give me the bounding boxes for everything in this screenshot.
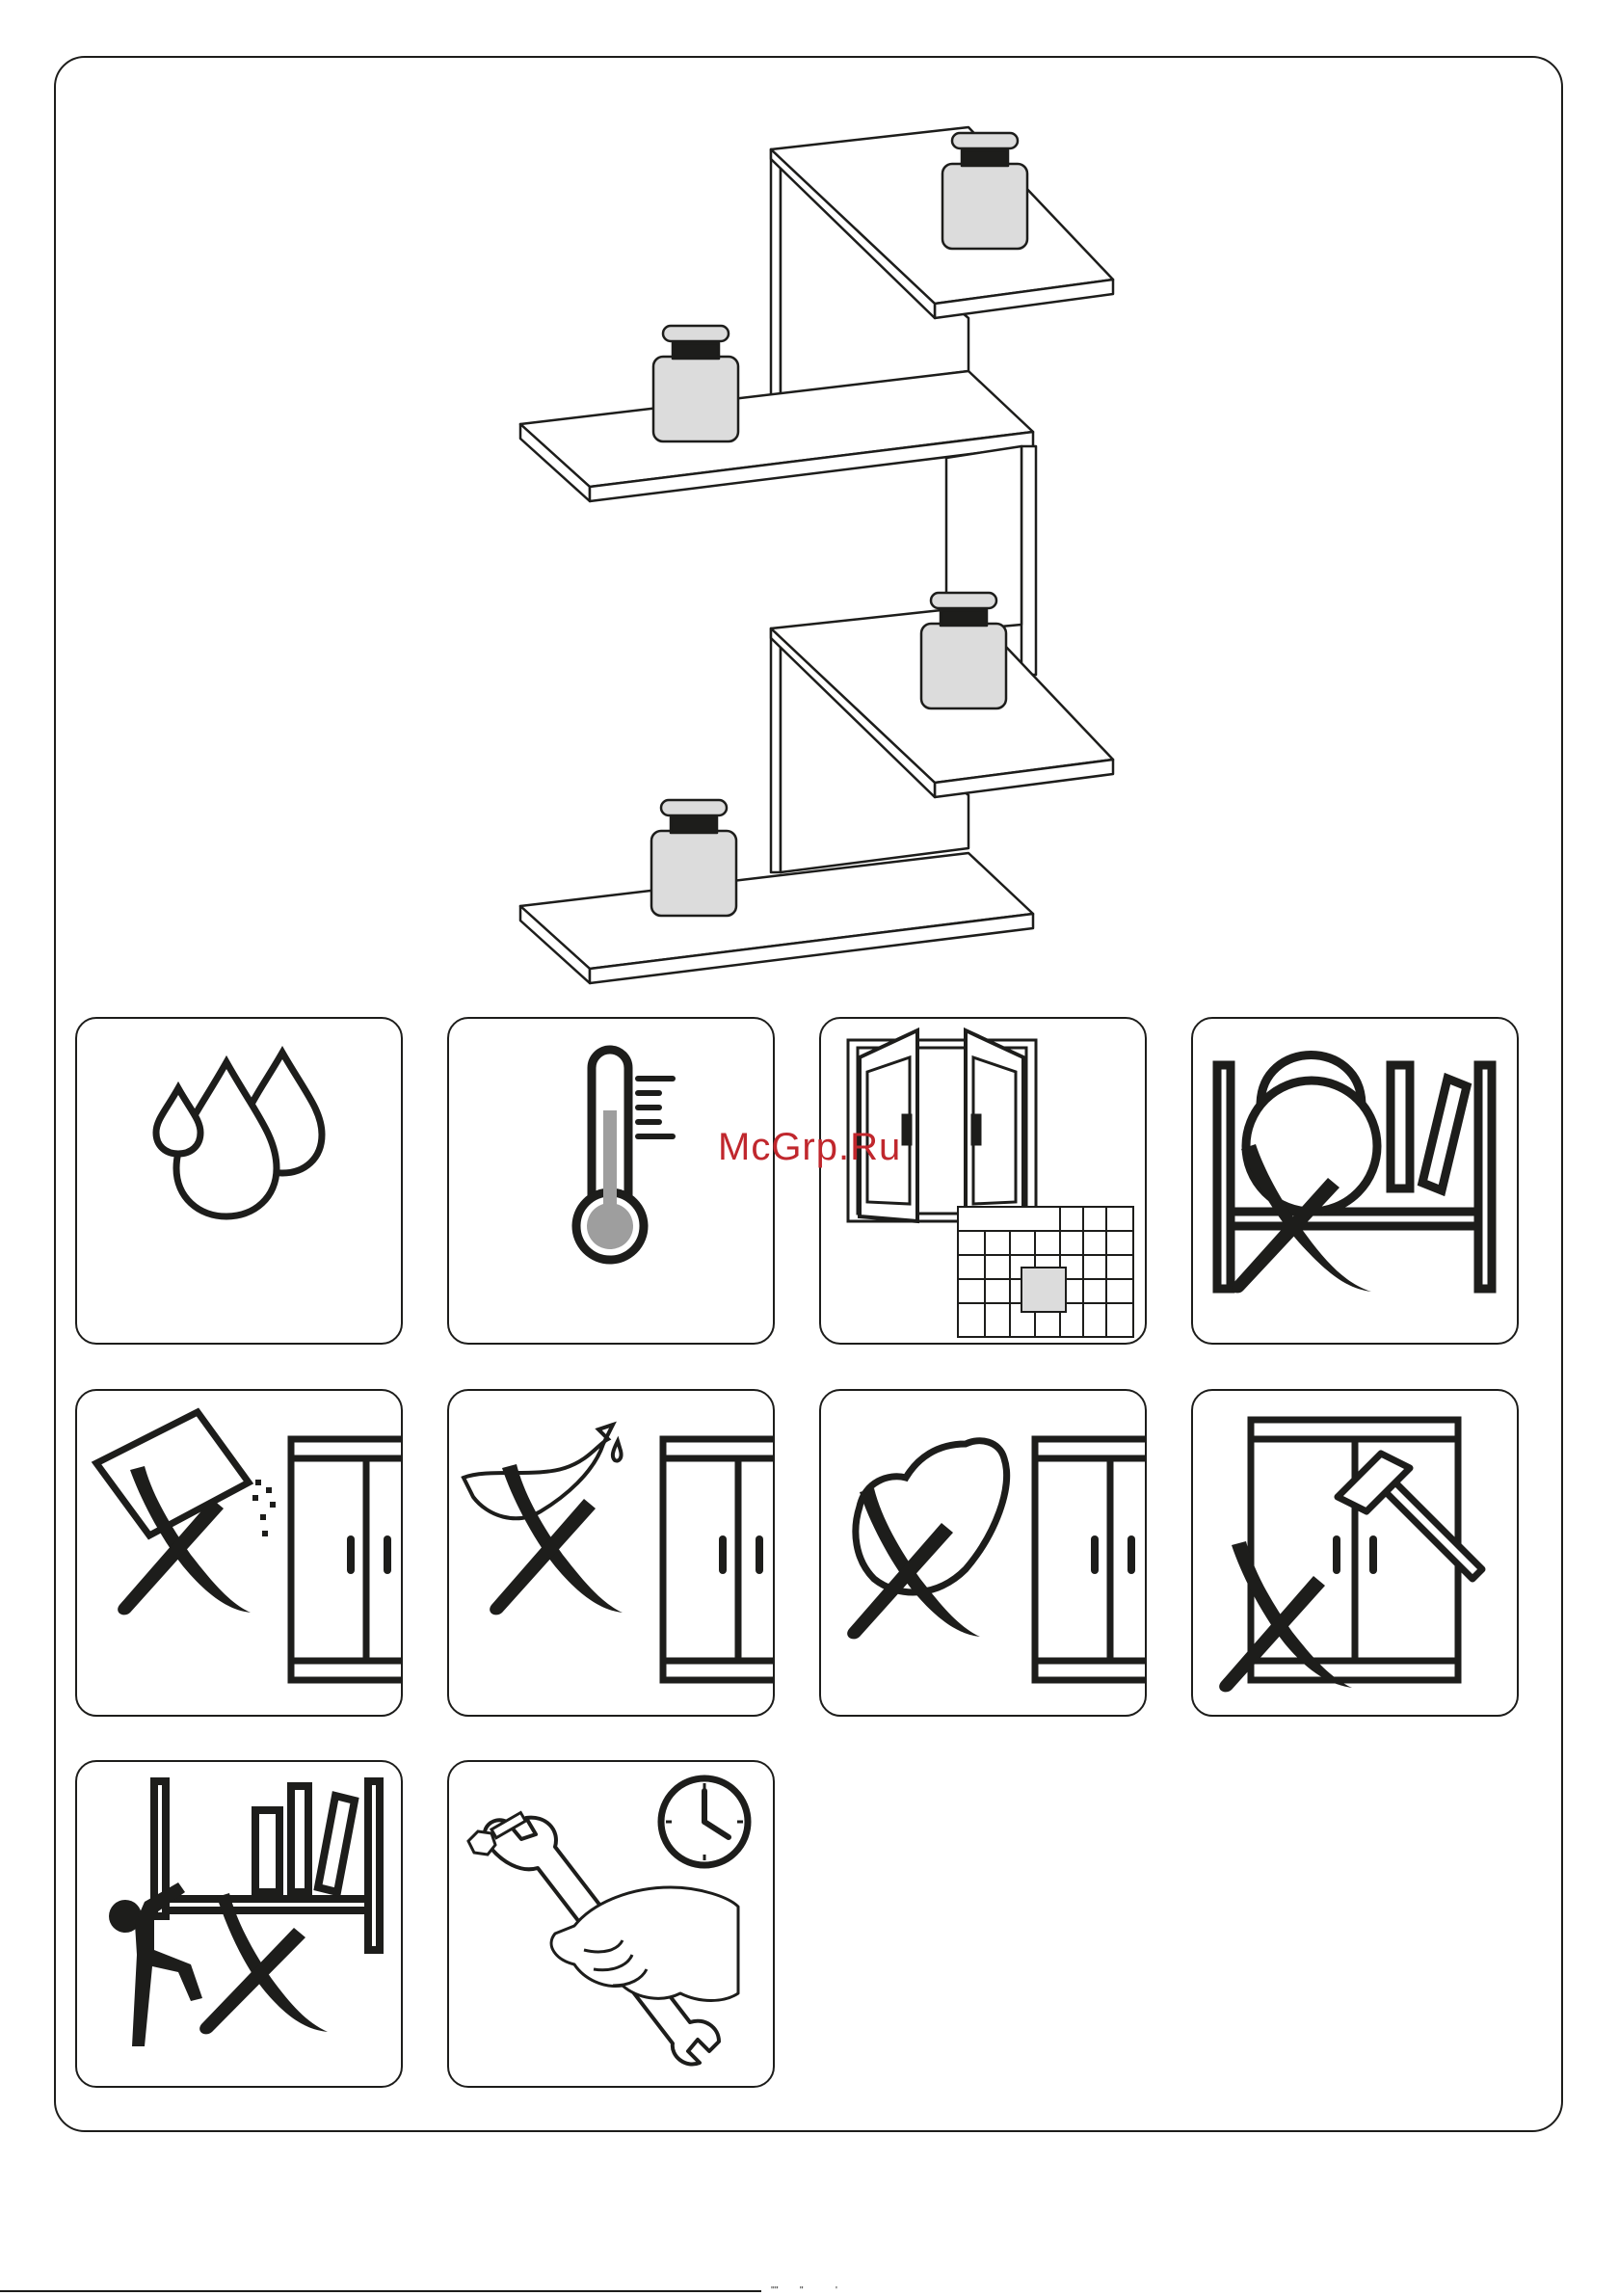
card-water (75, 1017, 403, 1345)
card-no-abrasive (75, 1389, 403, 1717)
no-wet-cloth-icon (821, 1391, 1145, 1715)
card-no-climbing (75, 1760, 403, 2088)
water-drops-icon (77, 1019, 401, 1343)
no-climbing-icon (77, 1762, 401, 2086)
watermark: McGrp.Ru (718, 1126, 901, 1169)
card-temperature (447, 1017, 775, 1345)
no-heavy-weight-icon (1193, 1019, 1517, 1343)
shelf-unit-top (771, 127, 1113, 395)
prohibited-cross (1219, 1541, 1352, 1692)
clock-icon (661, 1778, 748, 1865)
weight-icon (651, 800, 736, 916)
shelf-illustration (482, 106, 1176, 1002)
no-chemical-spray-icon (449, 1391, 773, 1715)
card-periodic-tightening (447, 1760, 775, 2088)
periodic-tightening-icon (449, 1762, 773, 2086)
thermometer-icon (449, 1019, 773, 1343)
card-no-heavy-weight (1191, 1017, 1519, 1345)
no-hammering-icon (1193, 1391, 1517, 1715)
window-and-tiles-icon (821, 1019, 1145, 1343)
card-no-chemical-spray (447, 1389, 775, 1717)
card-window-tiles (819, 1017, 1147, 1345)
card-no-hammering (1191, 1389, 1519, 1717)
footer-line (0, 2290, 761, 2292)
footer-marks: '''' '' ' (771, 2285, 837, 2296)
card-no-wet-cloth (819, 1389, 1147, 1717)
no-abrasive-cleaning-icon (77, 1391, 401, 1715)
weight-icon (653, 326, 738, 441)
